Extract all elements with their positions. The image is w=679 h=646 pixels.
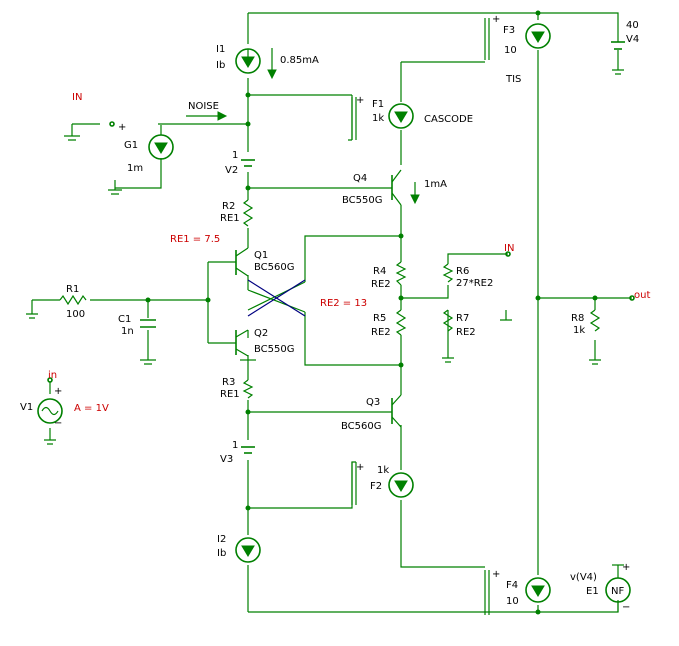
amplitude-note: A = 1V — [74, 403, 109, 414]
q4-ref: Q4 — [353, 173, 367, 184]
q2-part: BC550G — [254, 344, 295, 355]
f1-value: 1k — [372, 113, 384, 124]
g1-plus: + — [118, 122, 126, 133]
grounds — [26, 69, 635, 566]
in-right-label: IN — [504, 243, 514, 254]
f2-plus: + — [356, 462, 364, 473]
f3-plus: + — [492, 14, 500, 25]
v4-value: 40 — [626, 20, 639, 31]
capacitor-c1 — [140, 319, 156, 328]
current-source-f2 — [388, 472, 414, 498]
r6-value: 27*RE2 — [456, 278, 493, 289]
q1-ref: Q1 — [254, 250, 268, 261]
r3-value: RE1 — [220, 389, 240, 400]
cross-wires — [247, 279, 306, 317]
current-source-f4 — [525, 577, 551, 603]
r7-ref: R7 — [456, 313, 469, 324]
current-source-f1 — [388, 103, 414, 129]
sense-bars — [351, 18, 490, 615]
labels: I1 Ib 0.85mA IN NOISE G1 1m + 1 V2 F1 1k… — [20, 14, 650, 613]
v2-value: 1 — [232, 150, 238, 161]
q3-ref: Q3 — [366, 397, 380, 408]
e1-vlabel: v(V4) — [570, 572, 597, 583]
r3-ref: R3 — [222, 377, 235, 388]
junction-dots — [145, 10, 598, 615]
battery-v3 — [241, 446, 255, 454]
v3-value: 1 — [232, 440, 238, 451]
i1-value: Ib — [216, 60, 225, 71]
source-v1 — [37, 398, 63, 424]
q4-current: 1mA — [424, 179, 447, 190]
current-source-i2 — [235, 537, 261, 563]
current-source-g1 — [148, 134, 174, 160]
f1-plus: + — [356, 95, 364, 106]
f3-value: 10 — [504, 45, 517, 56]
v3-ref: V3 — [220, 454, 233, 465]
q4-part: BC550G — [342, 195, 383, 206]
r4-ref: R4 — [373, 266, 386, 277]
noise-label: NOISE — [188, 101, 219, 112]
in-source-label: in — [48, 370, 57, 381]
f2-ref: F2 — [370, 481, 382, 492]
r6-ref: R6 — [456, 266, 469, 277]
in-top-label: IN — [72, 92, 82, 103]
r2-value: RE1 — [220, 213, 240, 224]
battery-v2 — [241, 159, 255, 167]
r8-value: 1k — [573, 325, 585, 336]
resistors — [59, 199, 601, 399]
f4-ref: F4 — [506, 580, 518, 591]
re2-note: RE2 = 13 — [320, 298, 367, 309]
e1-plus: + — [622, 562, 630, 573]
transistor-q2 — [235, 329, 249, 357]
r8-ref: R8 — [571, 313, 584, 324]
source-e1 — [605, 565, 631, 612]
f3-ref: F3 — [503, 25, 515, 36]
transistor-q4 — [391, 169, 402, 206]
q2-ref: Q2 — [254, 328, 268, 339]
c1-value: 1n — [121, 326, 134, 337]
v1-minus: − — [54, 418, 62, 429]
r1-value: 100 — [66, 309, 85, 320]
q3-part: BC560G — [341, 421, 382, 432]
v4-ref: V4 — [626, 34, 639, 45]
f4-plus: + — [492, 569, 500, 580]
current-source-i1 — [235, 48, 277, 80]
r1-ref: R1 — [66, 284, 79, 295]
arrows — [186, 111, 420, 205]
transistor-q1 — [235, 247, 249, 277]
re1-note: RE1 = 7.5 — [170, 234, 220, 245]
q1-part: BC560G — [254, 262, 295, 273]
e1-minus: − — [622, 602, 630, 613]
out-label: out — [634, 290, 650, 301]
e1-ref: E1 — [586, 586, 599, 597]
battery-v4 — [611, 30, 625, 70]
g1-ref: G1 — [124, 140, 138, 151]
v1-plus: + — [54, 386, 62, 397]
i1-current: 0.85mA — [280, 55, 319, 66]
f1-ref: F1 — [372, 99, 384, 110]
r5-ref: R5 — [373, 313, 386, 324]
r4-value: RE2 — [371, 279, 391, 290]
i2-value: Ib — [217, 548, 226, 559]
nf-label: NF — [611, 586, 624, 597]
r5-value: RE2 — [371, 327, 391, 338]
i2-ref: I2 — [217, 534, 226, 545]
v2-ref: V2 — [225, 165, 238, 176]
r2-ref: R2 — [222, 201, 235, 212]
wires — [31, 12, 632, 613]
cascode-label: CASCODE — [424, 114, 473, 125]
f4-value: 10 — [506, 596, 519, 607]
tis-label: TIS — [505, 74, 521, 85]
r7-value: RE2 — [456, 327, 476, 338]
i1-ref: I1 — [216, 44, 225, 55]
transistor-q3 — [391, 394, 402, 428]
f2-value: 1k — [377, 465, 389, 476]
g1-value: 1m — [127, 163, 143, 174]
c1-ref: C1 — [118, 314, 131, 325]
v1-ref: V1 — [20, 402, 33, 413]
current-source-f3 — [525, 23, 551, 49]
